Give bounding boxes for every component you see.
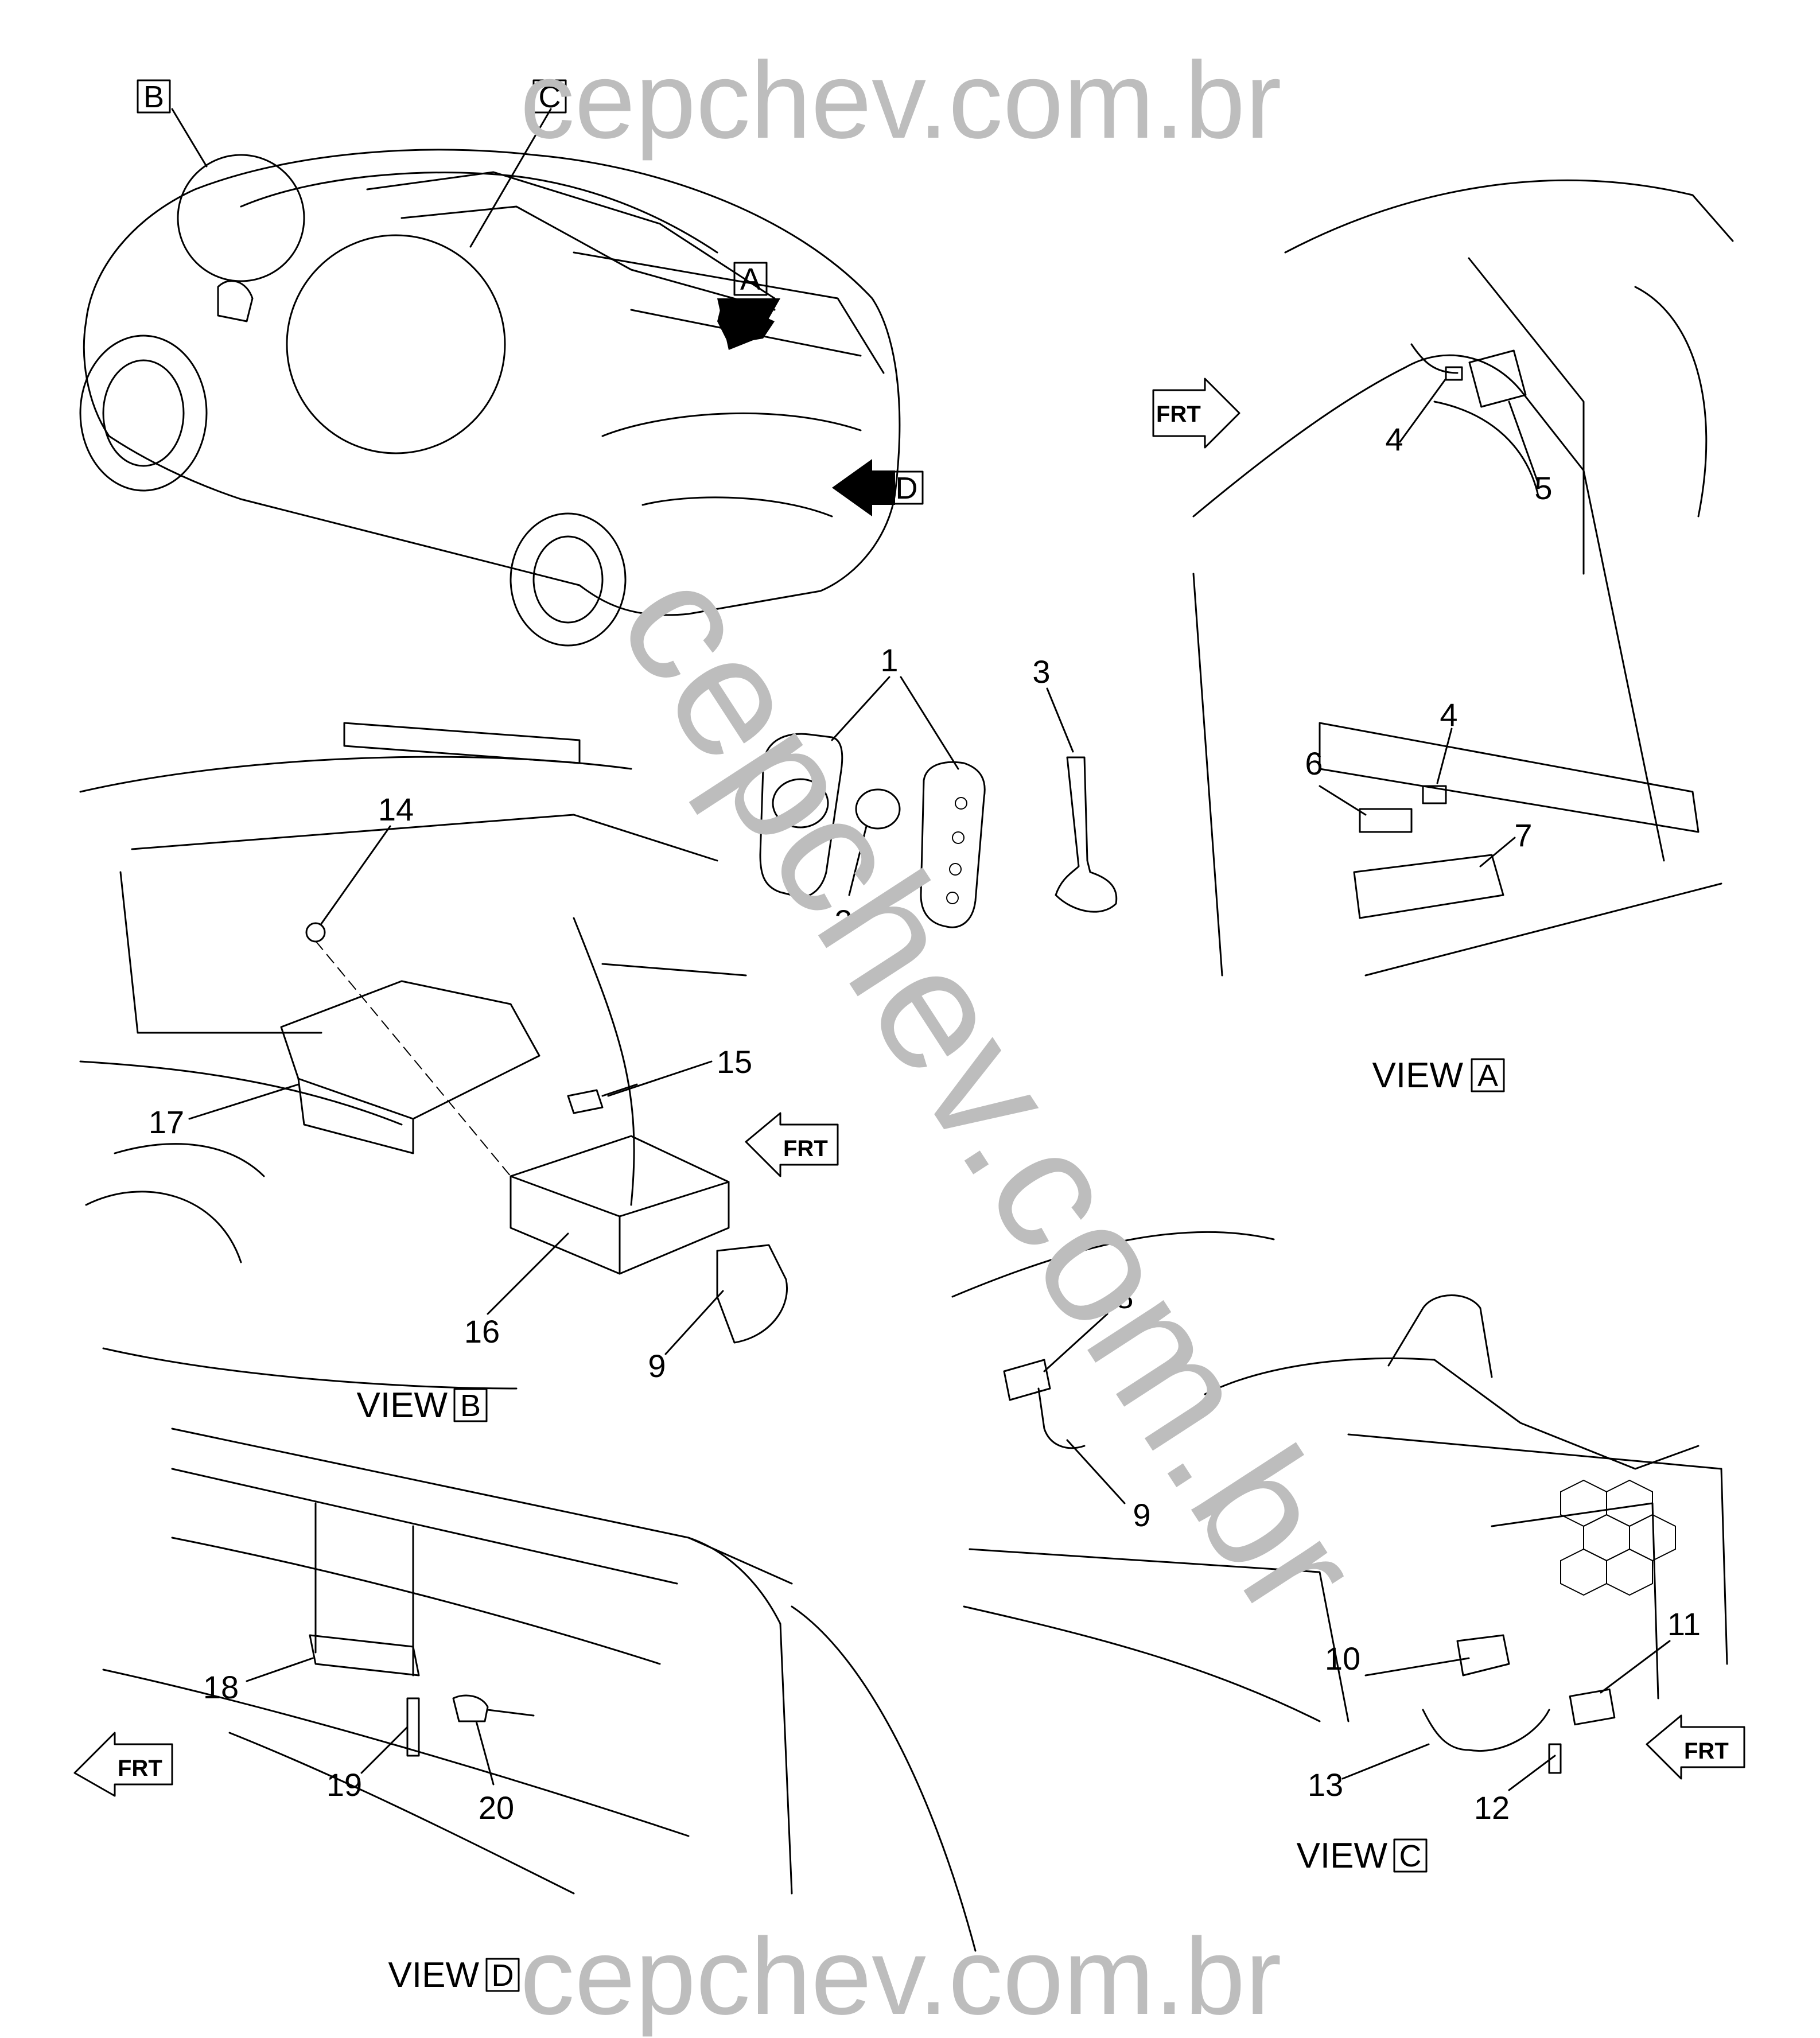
- marker-box-d: D: [889, 470, 924, 505]
- callout-3: 3: [1032, 654, 1050, 690]
- frt-arrow-view-d: FRT: [73, 1732, 173, 1797]
- view-a-drawing: FRT: [1152, 179, 1734, 1092]
- view-c-drawing: FRT: [951, 1231, 1745, 1873]
- callout-16: 16: [464, 1313, 500, 1349]
- callout-7: 7: [1514, 817, 1532, 853]
- module-part-16: [510, 1135, 730, 1275]
- nut-part-14: [305, 922, 326, 943]
- view-labels: VIEW A VIEW B VIEW C VIEW D: [357, 1056, 1498, 1995]
- view-c-word: VIEW: [1297, 1836, 1388, 1876]
- bracket-part-7: [1353, 854, 1504, 919]
- frt-arrow-view-c: FRT: [1646, 1714, 1745, 1780]
- fob-housing: [759, 733, 843, 899]
- callout-13: 13: [1308, 1767, 1343, 1803]
- watermark-top: cepchev.com.br: [520, 40, 1281, 161]
- view-c-box: [1393, 1838, 1428, 1873]
- view-d-word: VIEW: [388, 1955, 480, 1995]
- svg-text:A: A: [740, 262, 761, 297]
- bolt-part-12: [1548, 1743, 1562, 1774]
- callout-8: 8: [1115, 1279, 1133, 1315]
- callout-9-view-b: 9: [648, 1348, 666, 1384]
- watermark-bottom: cepchev.com.br: [520, 1916, 1281, 2037]
- vehicle-overview: B C A D: [79, 79, 924, 647]
- view-b-word: VIEW: [357, 1386, 448, 1425]
- frt-arrow-view-b: FRT: [745, 1112, 839, 1177]
- svg-text:D: D: [896, 471, 918, 505]
- marker-box-b: B: [137, 79, 171, 114]
- svg-text:B: B: [143, 80, 164, 114]
- view-d-drawing: FRT: [73, 1428, 977, 1992]
- view-b-letter: B: [460, 1389, 481, 1423]
- sensor-part-20: [452, 1694, 489, 1722]
- view-a-letter: A: [1477, 1059, 1498, 1093]
- callout-9-view-c: 9: [1133, 1497, 1150, 1533]
- bracket-part-18: [309, 1634, 420, 1677]
- bracket-part-10: [1456, 1634, 1510, 1677]
- callout-5: 5: [1534, 470, 1552, 506]
- view-arrow-a: [717, 298, 780, 350]
- view-a-box: [1471, 1058, 1505, 1092]
- callout-4-top: 4: [1385, 421, 1403, 457]
- view-d-box: [485, 1958, 520, 1992]
- view-b-drawing: FRT: [79, 722, 839, 1422]
- callout-2: 2: [834, 903, 852, 939]
- callout-labels: 1 2 3 4 5 4 6 7 14 15 17 16 9 8 9 10 11 …: [149, 421, 1701, 1826]
- callout-10: 10: [1325, 1640, 1360, 1677]
- detail-circle-c: [286, 234, 506, 454]
- module-part-11: [1569, 1688, 1616, 1726]
- svg-text:FRT: FRT: [1156, 402, 1201, 427]
- marker-box-a: A: [733, 262, 768, 297]
- module-part-5: [1468, 349, 1527, 408]
- view-d-letter: D: [492, 1958, 514, 1993]
- view-c-letter: C: [1399, 1839, 1422, 1873]
- harness-part-9: [716, 1244, 788, 1344]
- callout-20: 20: [479, 1790, 514, 1826]
- harness-part-13: [1422, 1709, 1550, 1752]
- view-a-word: VIEW: [1372, 1056, 1464, 1095]
- honeycomb-panel: [1560, 1479, 1676, 1596]
- view-arrow-d: [832, 459, 895, 516]
- svg-text:FRT: FRT: [783, 1136, 828, 1161]
- callout-1: 1: [880, 642, 898, 678]
- fastener-part-19: [406, 1697, 420, 1757]
- callout-15: 15: [717, 1044, 752, 1080]
- fob-key-blade: [1055, 756, 1118, 913]
- svg-text:FRT: FRT: [1684, 1738, 1729, 1764]
- callout-18: 18: [203, 1669, 239, 1705]
- bracket-part-8: [1003, 1359, 1051, 1401]
- callout-19: 19: [326, 1767, 362, 1803]
- watermarks: cepchev.com.br cepchev.com.br cepchev.co…: [520, 40, 1399, 2037]
- frt-arrow-view-a: FRT: [1152, 378, 1240, 449]
- callout-14: 14: [378, 791, 414, 827]
- fob-battery: [855, 788, 901, 830]
- callout-17: 17: [149, 1104, 184, 1140]
- watermark-diagonal: cepchev.com.br: [582, 535, 1399, 1649]
- callout-11: 11: [1667, 1606, 1701, 1642]
- marker-box-c: C: [532, 79, 567, 114]
- bracket-part-17: [280, 980, 540, 1120]
- detail-circle-b: [177, 154, 305, 282]
- callout-4-bottom: 4: [1440, 697, 1457, 733]
- key-fob-parts: [759, 676, 1118, 928]
- view-b-box: [453, 1388, 488, 1422]
- svg-text:FRT: FRT: [118, 1756, 162, 1781]
- callout-6: 6: [1305, 745, 1323, 781]
- bracket-part-6: [1359, 808, 1413, 833]
- bolt-part-15: [567, 1089, 604, 1114]
- callout-12: 12: [1474, 1790, 1510, 1826]
- fob-transmitter: [920, 761, 986, 928]
- svg-text:C: C: [539, 80, 561, 114]
